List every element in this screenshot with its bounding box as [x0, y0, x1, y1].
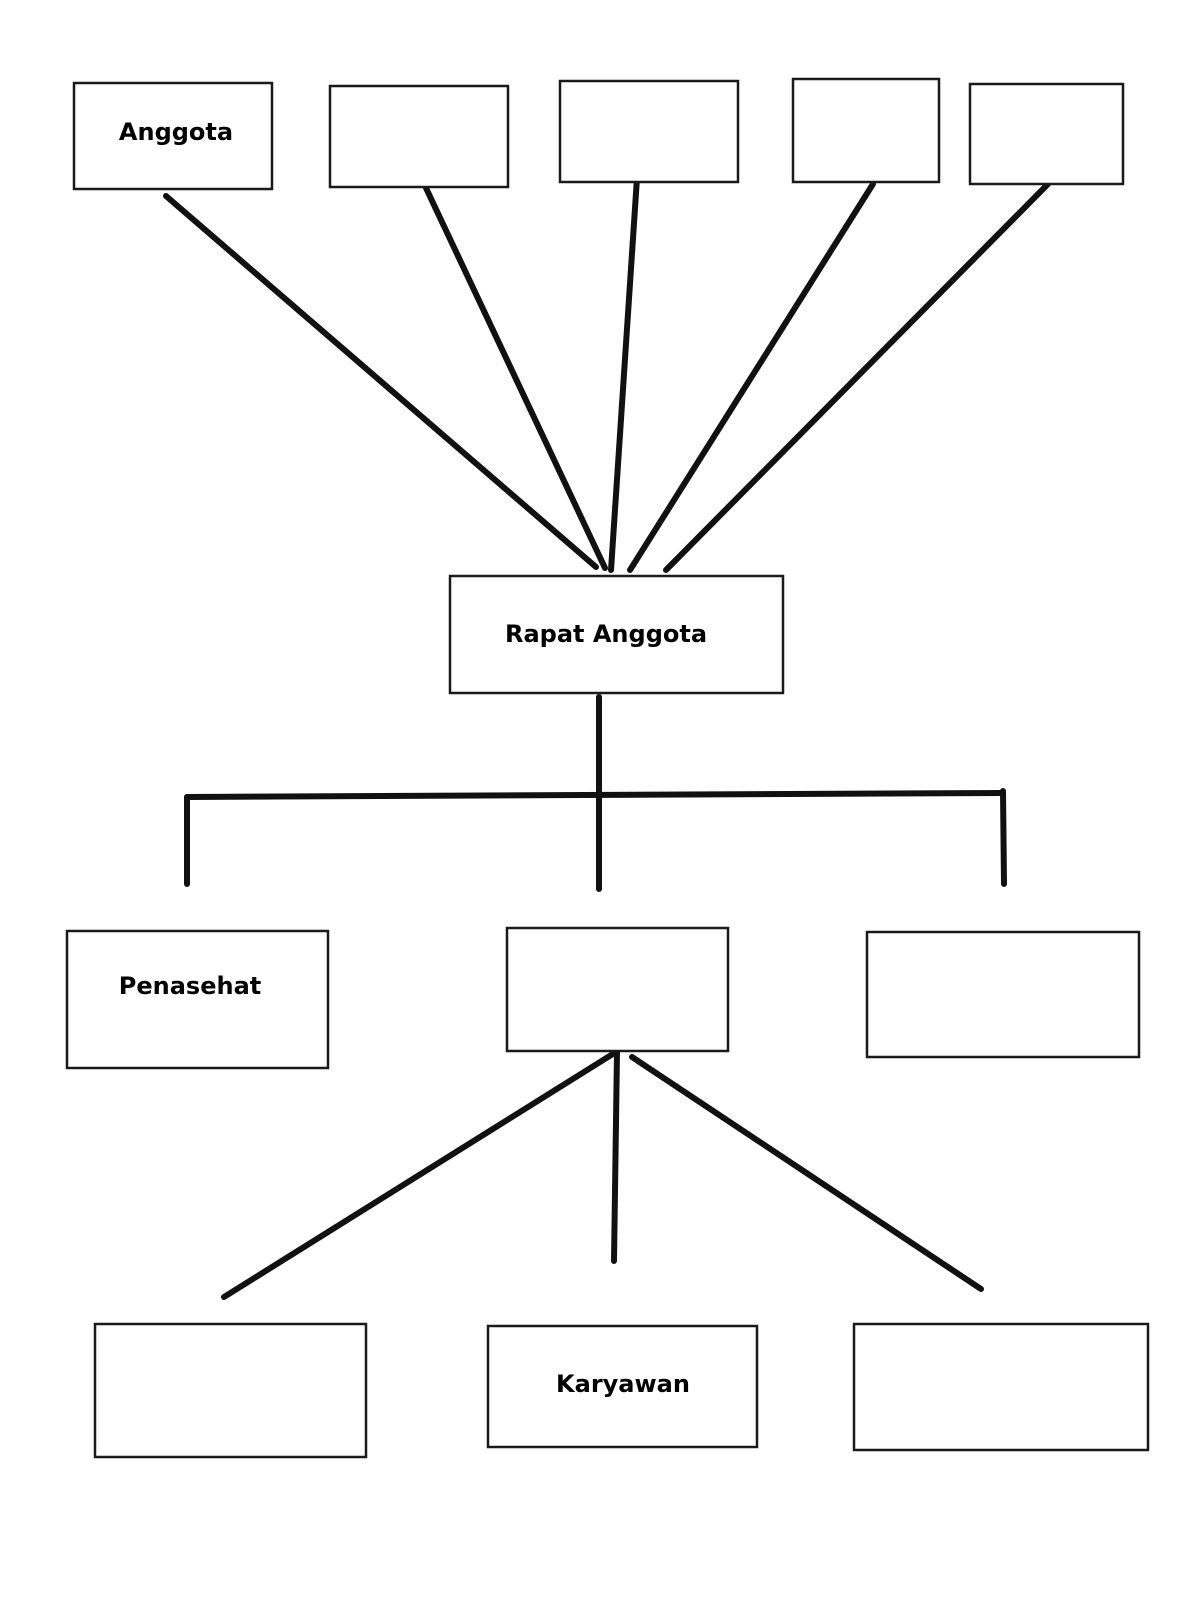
node-bottom-center: Karyawan: [486, 1324, 759, 1449]
node-mid-left-label: Penasehat: [119, 972, 261, 1000]
node-mid-left: Penasehat: [65, 929, 330, 1070]
connector-mid-center-bottom-center: [611, 1049, 620, 1264]
connector-top-2-rapat: [423, 185, 608, 571]
connector-rapat-mid-right: [1000, 788, 1007, 887]
connector-mid-center-bottom-left: [221, 1049, 619, 1300]
node-bottom-right: [852, 1322, 1150, 1452]
connectors-middle: [184, 694, 1007, 892]
node-top-2: [328, 84, 510, 189]
connector-mid-center-bottom-right: [629, 1054, 984, 1292]
node-bottom-left: [93, 1322, 368, 1459]
connector-top-1-rapat: [163, 193, 599, 570]
node-mid-center: [505, 926, 730, 1053]
node-top-1-label: Anggota: [119, 118, 233, 146]
connector-top-5-rapat: [663, 181, 1051, 573]
node-rapat-anggota-label: Rapat Anggota: [505, 620, 707, 648]
connector-top-3-rapat: [608, 175, 640, 573]
connector-horizontal-bar: [184, 790, 1006, 800]
node-top-3: [558, 79, 740, 184]
connector-top-4-rapat: [627, 181, 876, 573]
node-top-4: [791, 77, 941, 184]
node-bottom-center-label: Karyawan: [556, 1370, 690, 1398]
node-top-1: Anggota: [72, 81, 274, 191]
node-top-5: [968, 82, 1125, 186]
connectors-top: [163, 175, 1051, 573]
node-mid-right: [865, 930, 1141, 1059]
node-rapat-anggota: Rapat Anggota: [448, 574, 785, 695]
connectors-bottom: [221, 1049, 984, 1300]
